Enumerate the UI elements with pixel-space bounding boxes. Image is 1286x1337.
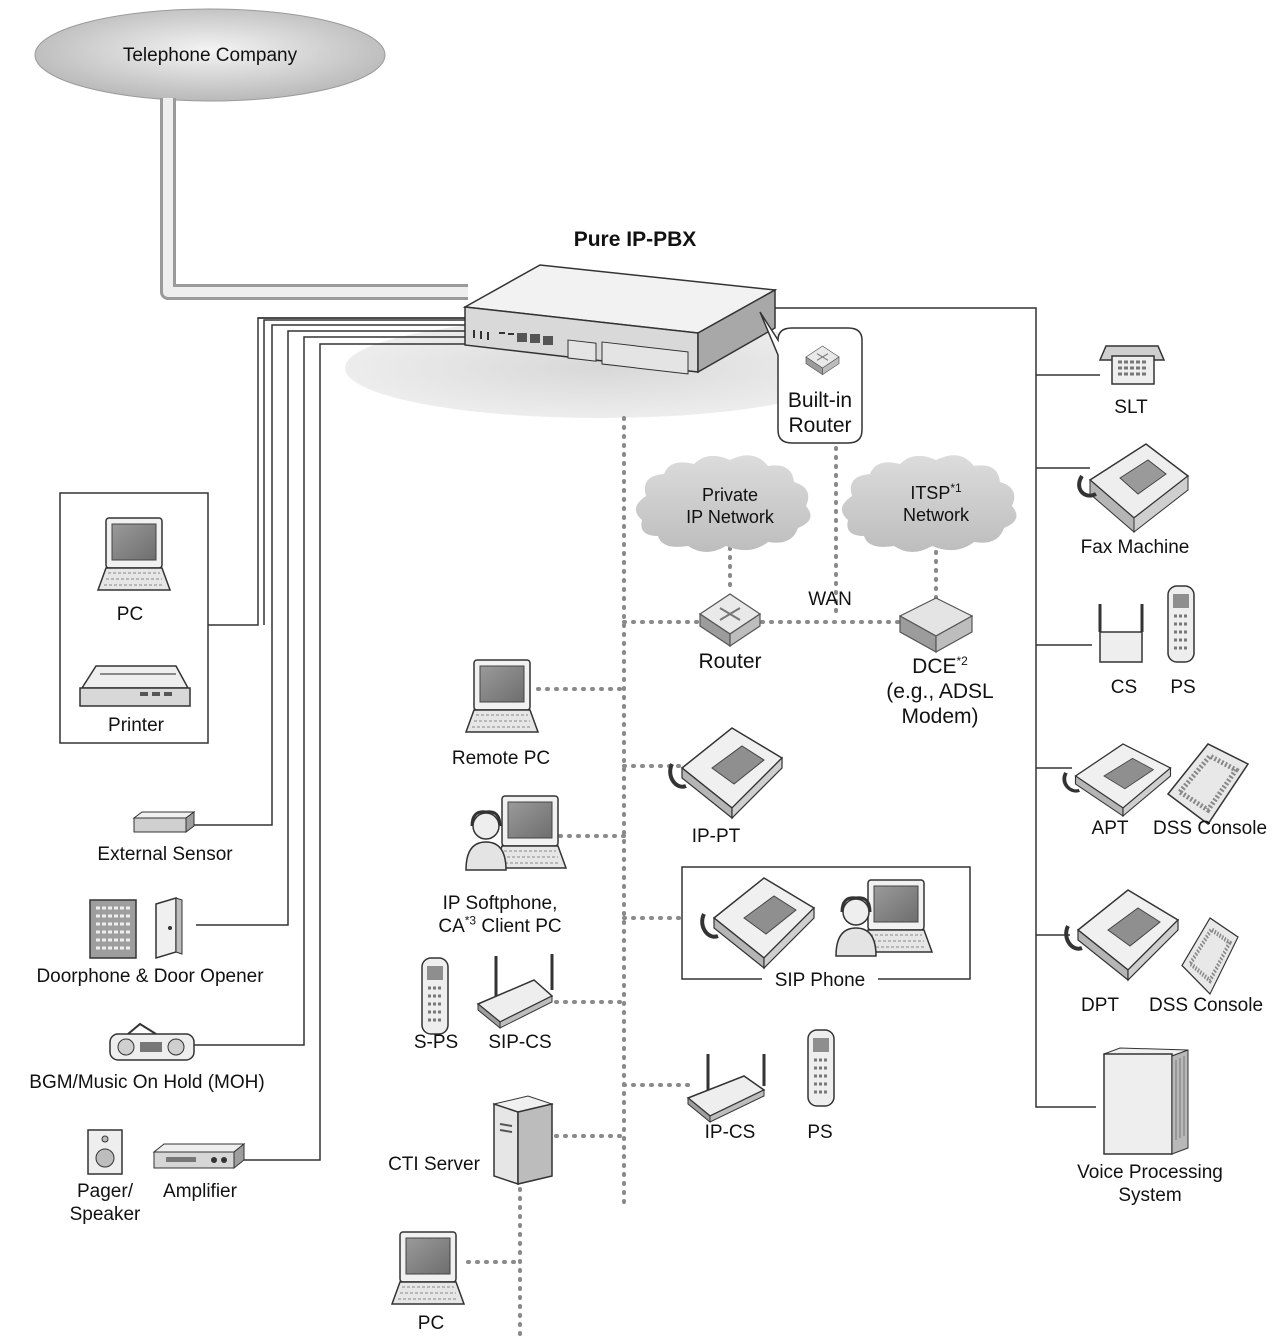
- bgm-label: BGM/Music On Hold (MOH): [29, 1072, 265, 1093]
- amplifier-icon[interactable]: [152, 1142, 246, 1170]
- doorphone-label: Doorphone & Door Opener: [36, 966, 264, 987]
- sip-cs-icon[interactable]: [476, 954, 554, 1030]
- itsp-name: ITSP: [910, 483, 951, 503]
- itsp-line2: Network: [902, 505, 969, 525]
- softphone-icon[interactable]: [464, 795, 567, 872]
- pager-speaker-label: Pager/ Speaker: [60, 1180, 150, 1226]
- apt-label: APT: [1091, 818, 1129, 839]
- ip-pt-label: IP-PT: [691, 826, 741, 847]
- ps-center-label: PS: [807, 1122, 833, 1143]
- ip-cs-icon[interactable]: [686, 1054, 766, 1124]
- pc-printer-group: [59, 492, 209, 744]
- pc-laptop-icon[interactable]: [97, 517, 171, 591]
- remote-pc-icon[interactable]: [465, 659, 539, 733]
- dce-footnote-mark: *2: [956, 654, 968, 668]
- s-ps-handset-icon[interactable]: [420, 956, 450, 1036]
- built-in-router-label: Built-in Router: [780, 388, 860, 438]
- s-ps-label: S-PS: [413, 1032, 459, 1053]
- dss-console-2-label: DSS Console: [1148, 995, 1264, 1016]
- private-cloud-line2: IP Network: [686, 507, 774, 527]
- private-ip-network-cloud: [635, 455, 811, 552]
- remote-pc-label: Remote PC: [451, 748, 551, 769]
- ip-cs-label: IP-CS: [704, 1122, 756, 1143]
- itsp-network-cloud: [841, 455, 1017, 552]
- pager-speaker-icon[interactable]: [87, 1129, 123, 1175]
- bgm-player-icon[interactable]: [109, 1022, 195, 1061]
- wan-label: WAN: [808, 589, 852, 610]
- cti-server-label: CTI Server: [388, 1154, 480, 1175]
- cti-server-icon[interactable]: [492, 1095, 554, 1186]
- left-wires: [194, 317, 465, 1161]
- cs-label: CS: [1110, 677, 1138, 698]
- bottom-pc-label: PC: [417, 1313, 445, 1334]
- voice-processing-system-label: Voice Processing System: [1060, 1161, 1240, 1207]
- dpt-icon[interactable]: [1064, 888, 1180, 982]
- dce-line2: (e.g., ADSL: [886, 680, 994, 703]
- pbx-unit[interactable]: [462, 264, 778, 375]
- vps-line1: Voice Processing: [1077, 1162, 1223, 1183]
- slt-label: SLT: [1114, 397, 1148, 418]
- itsp-network-label: ITSP*1 Network: [866, 482, 1006, 526]
- trunk-pipe: [160, 98, 468, 300]
- ps-right-label: PS: [1170, 677, 1196, 698]
- sip-phone-softphone-icon[interactable]: [834, 879, 933, 958]
- built-in-router-callout[interactable]: [759, 311, 863, 444]
- telephone-company-ellipse: [34, 8, 386, 102]
- softphone-suffix: Client PC: [476, 916, 562, 937]
- softphone-label: IP Softphone, CA*3 Client PC: [410, 892, 590, 938]
- built-in-router-line2: Router: [788, 414, 852, 437]
- telephone-company-label: Telephone Company: [122, 45, 298, 66]
- vps-line2: System: [1118, 1185, 1182, 1206]
- private-cloud-line1: Private: [701, 485, 759, 505]
- sip-cs-label: SIP-CS: [488, 1032, 552, 1053]
- bottom-pc-icon[interactable]: [391, 1231, 465, 1305]
- ps-handset-center-icon[interactable]: [806, 1028, 836, 1108]
- printer-icon[interactable]: [79, 665, 191, 707]
- fax-machine-label: Fax Machine: [1080, 537, 1190, 558]
- dss-console-1-icon[interactable]: [1168, 744, 1248, 824]
- external-sensor-icon[interactable]: [132, 811, 196, 833]
- built-in-router-line1: Built-in: [787, 389, 853, 412]
- ip-pt-icon[interactable]: [668, 726, 784, 820]
- dce-label: DCE*2 (e.g., ADSL Modem): [870, 654, 1010, 729]
- sip-phone-label: SIP Phone: [774, 970, 866, 991]
- softphone-prefix: CA: [438, 916, 465, 937]
- pbx-title: Pure IP-PBX: [573, 228, 697, 251]
- doorphone-icon[interactable]: [89, 899, 137, 959]
- apt-icon[interactable]: [1062, 742, 1173, 818]
- softphone-line1: IP Softphone,: [442, 893, 558, 914]
- external-sensor-label: External Sensor: [97, 844, 233, 865]
- router-label: Router: [698, 650, 762, 673]
- voice-processing-system-icon[interactable]: [1103, 1047, 1189, 1155]
- pager-line2: Speaker: [69, 1204, 141, 1225]
- cs-icon[interactable]: [1098, 604, 1144, 663]
- dpt-label: DPT: [1081, 995, 1119, 1016]
- router-device[interactable]: [699, 593, 761, 647]
- lan-dotted: [466, 416, 938, 1337]
- itsp-footnote-mark: *1: [950, 481, 962, 495]
- amplifier-label: Amplifier: [163, 1181, 237, 1202]
- dss-console-2-icon[interactable]: [1182, 918, 1238, 994]
- private-ip-network-label: Private IP Network: [660, 484, 800, 528]
- dss-console-1-label: DSS Console: [1152, 818, 1268, 839]
- door-opener-icon[interactable]: [155, 896, 183, 960]
- softphone-footnote-mark: *3: [464, 913, 477, 928]
- pc-label: PC: [116, 604, 144, 625]
- slt-icon[interactable]: [1098, 345, 1166, 385]
- pager-line1: Pager/: [77, 1181, 133, 1202]
- printer-label: Printer: [108, 715, 164, 736]
- dce-device[interactable]: [898, 597, 974, 654]
- fax-machine-icon[interactable]: [1077, 443, 1190, 534]
- dce-name: DCE: [912, 655, 957, 678]
- dce-line3: Modem): [901, 705, 979, 728]
- ps-handset-right-icon[interactable]: [1166, 584, 1196, 664]
- sip-phone-deskphone-icon[interactable]: [700, 876, 816, 970]
